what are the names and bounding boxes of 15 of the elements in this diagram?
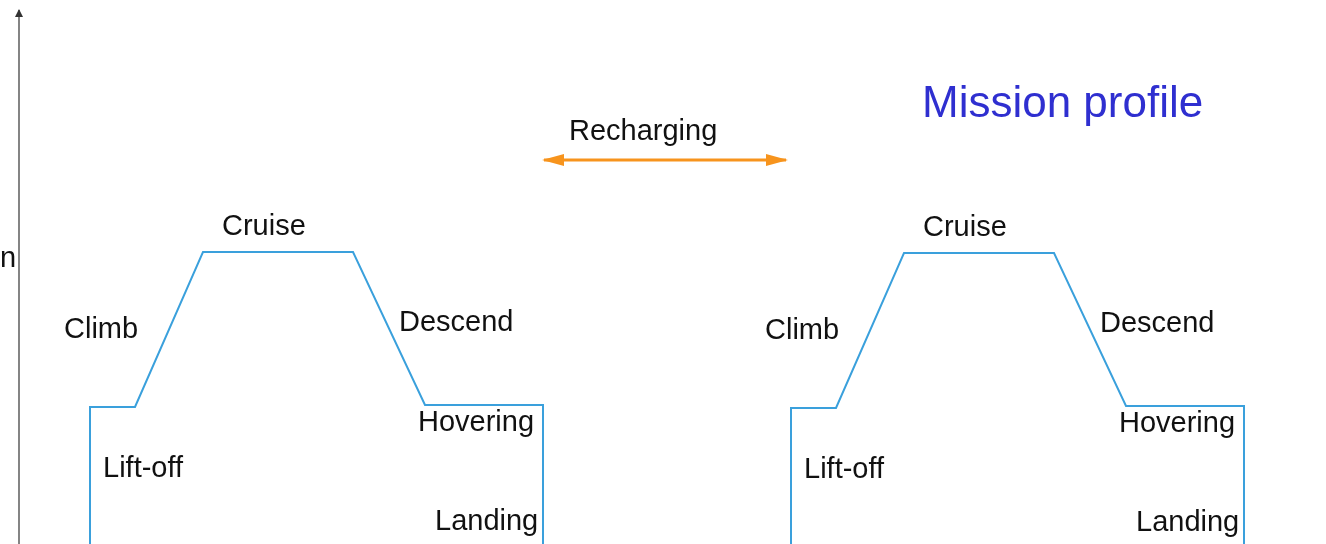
phase-label: Landing <box>435 506 539 535</box>
phase-label: Cruise <box>222 211 306 240</box>
phase-label: n <box>0 243 17 272</box>
phase-label: Hovering <box>418 407 535 436</box>
phase-label: Climb <box>64 314 139 343</box>
phase-label: Cruise <box>923 212 1007 241</box>
phase-label: Recharging <box>569 116 718 145</box>
phase-label: Descend <box>399 307 514 336</box>
phase-label: Lift-off <box>804 454 885 483</box>
phase-label: Climb <box>765 315 840 344</box>
phase-label: Lift-off <box>103 453 184 482</box>
chart-title: Mission profile <box>922 80 1204 124</box>
phase-label: Hovering <box>1119 408 1236 437</box>
phase-label: Landing <box>1136 507 1240 536</box>
phase-label: Descend <box>1100 308 1215 337</box>
